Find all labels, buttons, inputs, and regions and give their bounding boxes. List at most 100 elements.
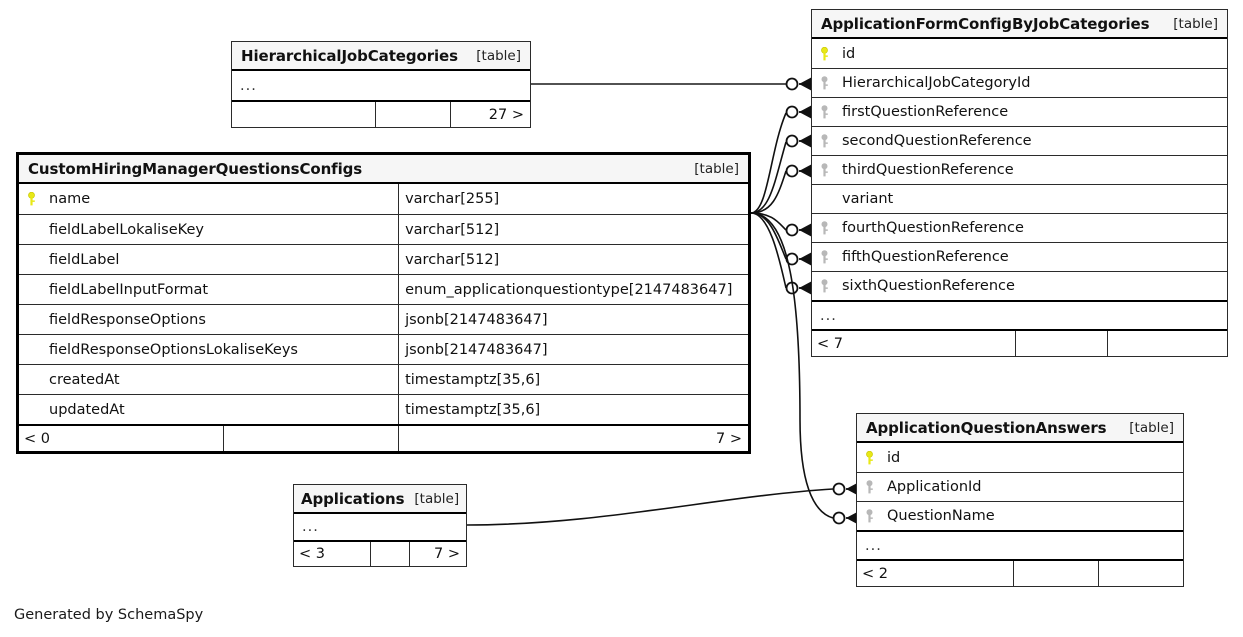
- table-row[interactable]: fieldLabel varchar[512]: [19, 244, 748, 274]
- table-footer: 27 >: [232, 100, 530, 127]
- grey-key-icon: [812, 76, 836, 90]
- yellow-key-icon: [812, 46, 836, 61]
- table-footer: < 7: [812, 329, 1227, 356]
- footer-child-count: 7 >: [409, 542, 466, 566]
- table-row[interactable]: updatedAt timestamptz[35,6]: [19, 394, 748, 424]
- table-application-question-answers[interactable]: ApplicationQuestionAnswers [table] id Ap…: [856, 413, 1184, 587]
- footer-child-count: 7 >: [398, 426, 748, 451]
- row-name: QuestionName: [887, 508, 995, 524]
- table-header: ApplicationQuestionAnswers [table]: [857, 414, 1183, 443]
- table-row[interactable]: QuestionName: [857, 501, 1183, 530]
- footer-parent-count: < 3: [299, 546, 325, 562]
- row-name: fourthQuestionReference: [842, 220, 1024, 236]
- table-title: HierarchicalJobCategories: [241, 46, 458, 65]
- table-row[interactable]: fieldLabelInputFormat enum_applicationqu…: [19, 274, 748, 304]
- grey-key-icon: [857, 480, 881, 494]
- table-type-tag: [table]: [1129, 419, 1174, 436]
- table-rows: ...: [232, 71, 530, 100]
- table-row[interactable]: ...: [812, 300, 1227, 329]
- row-name: sixthQuestionReference: [842, 278, 1015, 294]
- row-name: HierarchicalJobCategoryId: [842, 75, 1031, 91]
- row-type: varchar[512]: [398, 215, 748, 244]
- table-row[interactable]: id: [857, 443, 1183, 472]
- footer-middle: [375, 102, 450, 127]
- table-row[interactable]: ...: [232, 71, 530, 100]
- row-name: fieldResponseOptions: [49, 311, 206, 328]
- table-row[interactable]: fifthQuestionReference: [812, 242, 1227, 271]
- row-name: ...: [302, 519, 319, 535]
- footer-child-count: 27 >: [449, 102, 530, 127]
- row-type: timestamptz[35,6]: [398, 395, 748, 424]
- grey-key-icon: [857, 509, 881, 523]
- table-applications[interactable]: Applications [table] ... < 3 7 >: [293, 484, 467, 567]
- row-type: jsonb[2147483647]: [398, 305, 748, 334]
- row-name: variant: [842, 191, 894, 207]
- row-type: varchar[512]: [398, 245, 748, 274]
- footer-child-count: [1106, 331, 1227, 356]
- table-row[interactable]: id: [812, 39, 1227, 68]
- table-type-tag: [table]: [1173, 15, 1218, 32]
- generated-by-credit: Generated by SchemaSpy: [14, 607, 204, 623]
- table-row[interactable]: ...: [294, 514, 466, 540]
- row-type: jsonb[2147483647]: [398, 335, 748, 364]
- footer-middle: [1013, 561, 1098, 586]
- table-row[interactable]: ApplicationId: [857, 472, 1183, 501]
- table-row[interactable]: fieldResponseOptionsLokaliseKeys jsonb[2…: [19, 334, 748, 364]
- footer-parent-count: < 0: [24, 430, 50, 447]
- table-row[interactable]: fourthQuestionReference: [812, 213, 1227, 242]
- footer-parent-count: < 7: [817, 335, 843, 352]
- row-name: fifthQuestionReference: [842, 249, 1009, 265]
- row-name: id: [842, 45, 856, 62]
- table-row[interactable]: variant: [812, 184, 1227, 213]
- table-title: ApplicationQuestionAnswers: [866, 418, 1107, 437]
- table-row[interactable]: name varchar[255]: [19, 184, 748, 214]
- table-type-tag: [table]: [694, 160, 739, 177]
- table-title: Applications: [301, 489, 405, 508]
- row-name: updatedAt: [49, 401, 125, 418]
- table-row[interactable]: createdAt timestamptz[35,6]: [19, 364, 748, 394]
- row-name: fieldResponseOptionsLokaliseKeys: [49, 341, 298, 358]
- table-row[interactable]: fieldLabelLokaliseKey varchar[512]: [19, 214, 748, 244]
- row-type: timestamptz[35,6]: [398, 365, 748, 394]
- row-name: ...: [240, 77, 257, 94]
- table-application-form-config-by-job-categories[interactable]: ApplicationFormConfigByJobCategories [ta…: [811, 9, 1228, 357]
- row-name: ...: [820, 307, 837, 324]
- table-row[interactable]: fieldResponseOptions jsonb[2147483647]: [19, 304, 748, 334]
- row-name: fieldLabel: [49, 251, 120, 268]
- table-footer: < 3 7 >: [294, 540, 466, 566]
- row-name: ...: [865, 537, 882, 554]
- row-name: fieldLabelInputFormat: [49, 281, 209, 298]
- table-type-tag: [table]: [414, 490, 460, 507]
- grey-key-icon: [812, 221, 836, 235]
- table-row[interactable]: thirdQuestionReference: [812, 155, 1227, 184]
- table-hierarchical-job-categories[interactable]: HierarchicalJobCategories [table] ... 27…: [231, 41, 531, 128]
- table-rows: id HierarchicalJobCategoryId firstQuesti…: [812, 39, 1227, 329]
- row-name: ApplicationId: [887, 479, 982, 495]
- table-row[interactable]: secondQuestionReference: [812, 126, 1227, 155]
- table-row[interactable]: ...: [857, 530, 1183, 559]
- table-rows: name varchar[255] fieldLabelLokaliseKey …: [19, 184, 748, 424]
- row-name: fieldLabelLokaliseKey: [49, 221, 204, 238]
- row-name: firstQuestionReference: [842, 104, 1009, 120]
- row-name: id: [887, 449, 901, 466]
- table-header: ApplicationFormConfigByJobCategories [ta…: [812, 10, 1227, 39]
- table-row[interactable]: firstQuestionReference: [812, 97, 1227, 126]
- footer-parent-count: < 2: [862, 565, 888, 582]
- table-title: ApplicationFormConfigByJobCategories: [821, 14, 1150, 33]
- table-custom-hiring-manager-questions-configs[interactable]: CustomHiringManagerQuestionsConfigs [tab…: [16, 152, 751, 454]
- footer-middle: [369, 542, 410, 566]
- table-rows: id ApplicationId QuestionName ...: [857, 443, 1183, 559]
- grey-key-icon: [812, 279, 836, 293]
- footer-middle: [223, 426, 398, 451]
- table-header: HierarchicalJobCategories [table]: [232, 42, 530, 71]
- row-type: enum_applicationquestiontype[2147483647]: [398, 275, 748, 304]
- row-name: name: [49, 191, 91, 207]
- yellow-key-icon: [19, 192, 43, 206]
- table-row[interactable]: sixthQuestionReference: [812, 271, 1227, 300]
- footer-middle: [1015, 331, 1106, 356]
- grey-key-icon: [812, 134, 836, 148]
- footer-parent-count: [232, 102, 375, 127]
- row-name: secondQuestionReference: [842, 133, 1032, 149]
- table-row[interactable]: HierarchicalJobCategoryId: [812, 68, 1227, 97]
- table-type-tag: [table]: [476, 47, 521, 64]
